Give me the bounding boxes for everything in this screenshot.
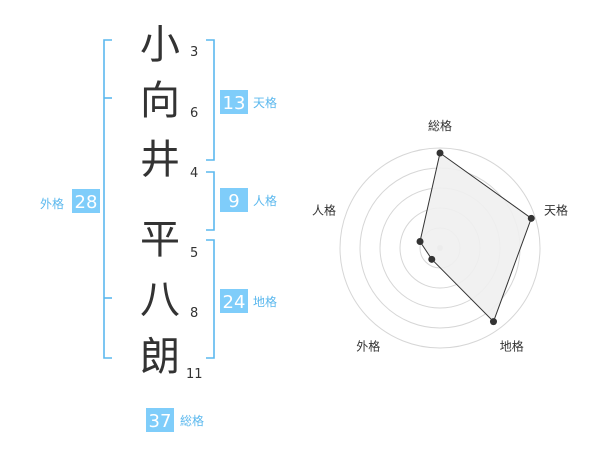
name-column: 小 3 向 6 井 4 平 5 八 8 朗 11 [140, 22, 203, 382]
radar-points [416, 149, 535, 326]
radar-point-3 [489, 318, 497, 326]
badge-bg [146, 408, 174, 432]
stroke-count-1: 3 [190, 45, 198, 60]
jinkaku-label: 人格 [253, 193, 277, 208]
badge-gaikaku: 外格 28 [40, 189, 100, 213]
tenkaku-value: 13 [223, 93, 246, 114]
soukaku-value: 37 [149, 411, 172, 432]
radar-axis-label-4: 外格 [356, 339, 380, 354]
stroke-count-4: 5 [190, 246, 198, 261]
badge-bg [220, 90, 248, 114]
badge-bg [220, 289, 248, 313]
name-char-4: 平 [140, 217, 180, 263]
badge-bg [220, 188, 248, 212]
bracket-lines [103, 39, 215, 359]
name-char-3: 井 [140, 137, 180, 183]
chikaku-bracket [206, 239, 215, 359]
radar-point-2 [527, 214, 535, 222]
stroke-count-3: 4 [190, 166, 198, 181]
name-char-6: 朗 [140, 334, 180, 380]
name-char-2: 向 [140, 78, 180, 124]
radar-axis-label-3: 地格 [500, 339, 524, 354]
radar-point-1 [436, 149, 444, 157]
badge-bg [72, 189, 100, 213]
radar-axis-label-2: 天格 [544, 202, 568, 217]
chikaku-value: 24 [223, 292, 246, 313]
radar-ring-5 [339, 147, 541, 349]
stroke-count-5: 8 [190, 306, 198, 321]
badge-chikaku: 24 地格 [220, 289, 277, 313]
badge-jinkaku: 9 人格 [220, 188, 277, 212]
name-char-5: 八 [140, 277, 180, 323]
radar-point-5 [416, 238, 424, 246]
gaikaku-bracket [103, 39, 112, 359]
soukaku-label: 総格 [180, 413, 204, 428]
jinkaku-value: 9 [228, 191, 239, 212]
tenkaku-bracket [206, 39, 215, 161]
stroke-count-2: 6 [190, 106, 198, 121]
gaikaku-label: 外格 [40, 196, 64, 211]
gaikaku-value: 28 [75, 192, 98, 213]
radar-polygon [419, 152, 532, 323]
tenkaku-label: 天格 [253, 95, 277, 110]
stroke-count-6: 11 [186, 367, 203, 382]
chikaku-label: 地格 [253, 294, 277, 309]
name-char-1: 小 [140, 22, 180, 68]
badge-tenkaku: 13 天格 [220, 90, 277, 114]
radar-axis-label-5: 人格 [312, 202, 336, 217]
badge-soukaku: 37 総格 [146, 408, 204, 432]
jinkaku-bracket [206, 171, 215, 231]
radar-axis-label-1: 総格 [428, 118, 452, 133]
radar-point-4 [428, 255, 436, 263]
